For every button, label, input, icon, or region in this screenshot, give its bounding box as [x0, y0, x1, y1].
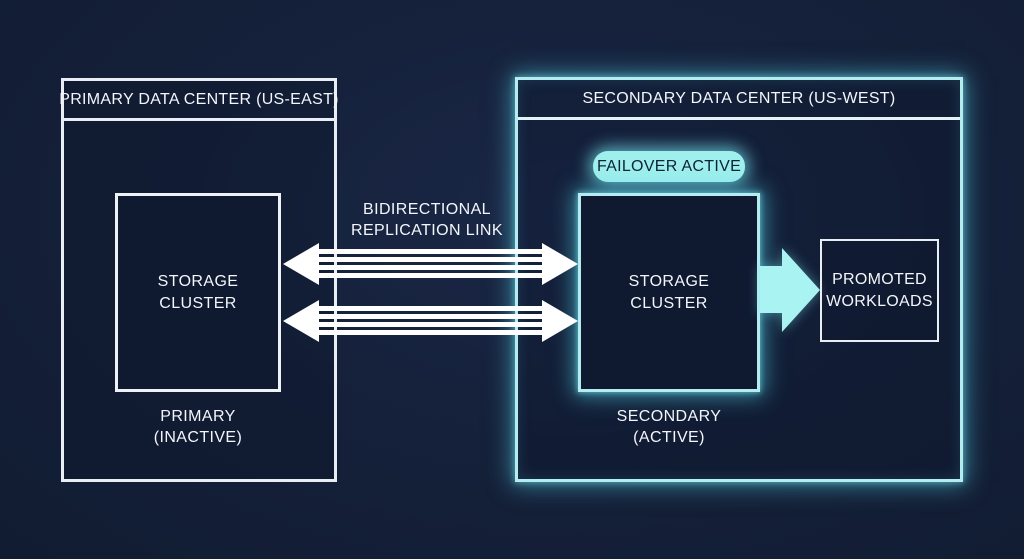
- secondary-cluster-label-line1: STORAGE: [628, 272, 710, 290]
- secondary-status-label: SECONDARY (ACTIVE): [578, 407, 760, 449]
- promoted-workloads-line2: WORKLOADS: [826, 292, 933, 310]
- bidirectional-replication-arrow-icon: [283, 300, 578, 342]
- primary-cluster-label-line2: CLUSTER: [159, 294, 237, 312]
- secondary-datacenter-box: SECONDARY DATA CENTER (US-WEST) FAILOVER…: [515, 77, 963, 482]
- secondary-datacenter-title: SECONDARY DATA CENTER (US-WEST): [582, 89, 896, 107]
- primary-datacenter-box: PRIMARY DATA CENTER (US-EAST) STORAGE CL…: [59, 78, 338, 482]
- promoted-workloads-box: PROMOTED WORKLOADS: [820, 239, 939, 342]
- primary-storage-cluster-box: STORAGE CLUSTER: [115, 193, 281, 392]
- replication-link-label-line1: BIDIRECTIONAL: [363, 201, 491, 218]
- secondary-cluster-label-line2: CLUSTER: [630, 294, 708, 312]
- promotion-arrow-icon: [760, 248, 820, 332]
- promoted-workloads-line1: PROMOTED: [832, 270, 927, 288]
- secondary-datacenter-header: SECONDARY DATA CENTER (US-WEST): [518, 80, 960, 120]
- secondary-status-line1: SECONDARY: [616, 408, 722, 425]
- replication-link-label-line2: REPLICATION LINK: [351, 221, 503, 239]
- primary-datacenter-header: PRIMARY DATA CENTER (US-EAST): [59, 81, 338, 121]
- failover-active-badge-label: FAILOVER ACTIVE: [596, 157, 742, 175]
- primary-status-line2: (INACTIVE): [153, 428, 243, 446]
- primary-datacenter-title: PRIMARY DATA CENTER (US-EAST): [59, 90, 339, 108]
- primary-cluster-label-line1: STORAGE: [157, 272, 239, 290]
- bidirectional-replication-arrow-icon: [283, 243, 578, 285]
- failover-active-badge: FAILOVER ACTIVE: [593, 151, 745, 182]
- primary-status-line1: PRIMARY: [160, 408, 236, 425]
- primary-status-label: PRIMARY (INACTIVE): [115, 407, 281, 449]
- secondary-storage-cluster-box: STORAGE CLUSTER: [578, 193, 760, 392]
- secondary-status-line2: (ACTIVE): [633, 428, 705, 446]
- replication-link-label: BIDIRECTIONAL REPLICATION LINK: [327, 200, 527, 242]
